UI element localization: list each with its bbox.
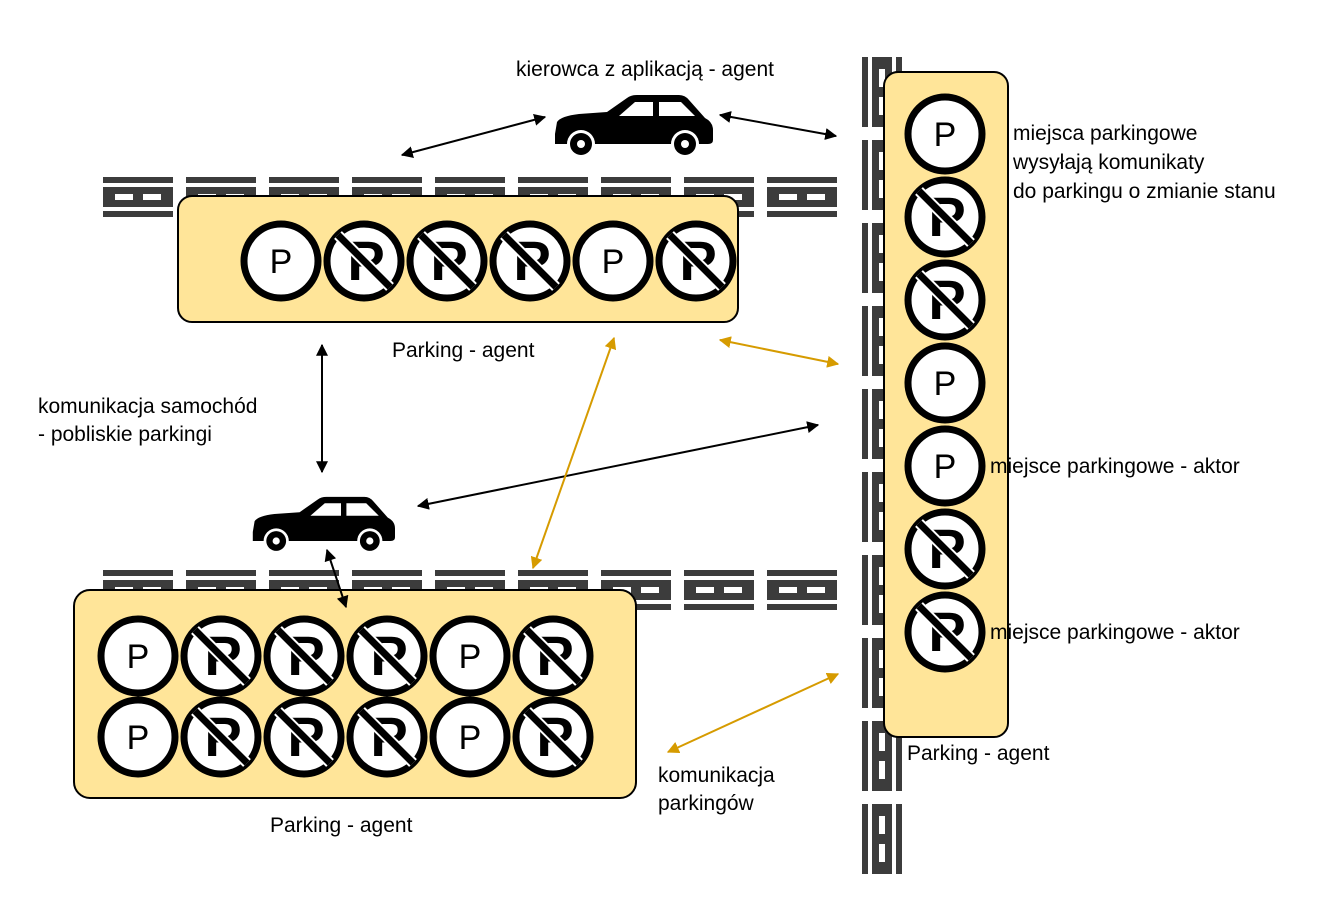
svg-text:P: P <box>459 719 482 757</box>
svg-text:P: P <box>270 243 293 281</box>
arrow-parking-top-bottom <box>530 336 617 570</box>
road-segment <box>862 804 902 874</box>
arrow-car-top-parking <box>400 113 547 159</box>
svg-text:P: P <box>127 638 150 676</box>
parking-taken-icon: P <box>346 615 428 697</box>
parking-taken-icon: P <box>904 176 986 258</box>
car-icon <box>555 95 713 158</box>
parking-taken-icon: P <box>263 615 345 697</box>
svg-text:P: P <box>459 638 482 676</box>
parking-comm-label-line2: parkingów <box>658 792 754 815</box>
spots-message-label-line3: do parkingu o zmianie stanu <box>1013 180 1276 203</box>
parking-top-label: Parking - agent <box>392 339 535 362</box>
spot-actor-label: miejsce parkingowe - aktor <box>990 621 1240 644</box>
parking-right-label: Parking - agent <box>907 742 1050 765</box>
car-comm-label-line2: - pobliskie parkingi <box>38 423 212 446</box>
parking-taken-icon: P <box>180 696 262 778</box>
driver-agent-label: kierowca z aplikacją - agent <box>516 58 774 81</box>
parking-comm-label-line1: komunikacja <box>658 764 775 787</box>
parking-free-icon: P <box>904 342 986 424</box>
parking-free-icon: P <box>904 425 986 507</box>
parking-taken-icon: P <box>180 615 262 697</box>
parking-free-icon: P <box>97 696 179 778</box>
arrow-parking-bottom-right <box>666 673 840 753</box>
spots-message-label-line2: wysyłają komunikaty <box>1013 151 1205 174</box>
road-segment <box>767 177 837 217</box>
arrow-car-right-parking <box>718 111 838 140</box>
parking-taken-icon: P <box>904 591 986 673</box>
parking-free-icon: P <box>97 615 179 697</box>
road-segment <box>767 570 837 610</box>
parking-taken-icon: P <box>489 220 571 302</box>
parking-taken-icon: P <box>323 220 405 302</box>
svg-text:P: P <box>934 365 957 403</box>
svg-text:P: P <box>934 448 957 486</box>
spot-actor-label: miejsce parkingowe - aktor <box>990 455 1240 478</box>
spots-message-label-line1: miejsca parkingowe <box>1013 122 1198 145</box>
arrows <box>316 111 840 753</box>
parking-taken-icon: P <box>512 696 594 778</box>
parking-taken-icon: P <box>512 615 594 697</box>
arrow-car-bottom-parking <box>324 548 349 609</box>
parking-taken-icon: P <box>904 508 986 590</box>
parking-taken-icon: P <box>346 696 428 778</box>
svg-text:P: P <box>127 719 150 757</box>
parking-taken-icon: P <box>263 696 345 778</box>
parking-taken-icon: P <box>655 220 737 302</box>
parking-free-icon: P <box>429 615 511 697</box>
arrow-parking-top-right <box>718 336 840 368</box>
svg-text:P: P <box>934 116 957 154</box>
parking-bottom-label: Parking - agent <box>270 814 413 837</box>
parking-free-icon: P <box>572 220 654 302</box>
parking-taken-icon: P <box>904 259 986 341</box>
parking-free-icon: P <box>240 220 322 302</box>
road-segment <box>684 570 754 610</box>
parking-taken-icon: P <box>406 220 488 302</box>
road-segment <box>103 177 173 217</box>
car-icon <box>252 496 395 554</box>
car-comm-label-line1: komunikacja samochód <box>38 395 258 418</box>
arrow-car-right-parking-long <box>416 421 820 510</box>
parking-free-icon: P <box>429 696 511 778</box>
svg-text:P: P <box>602 243 625 281</box>
parking-free-icon: P <box>904 93 986 175</box>
